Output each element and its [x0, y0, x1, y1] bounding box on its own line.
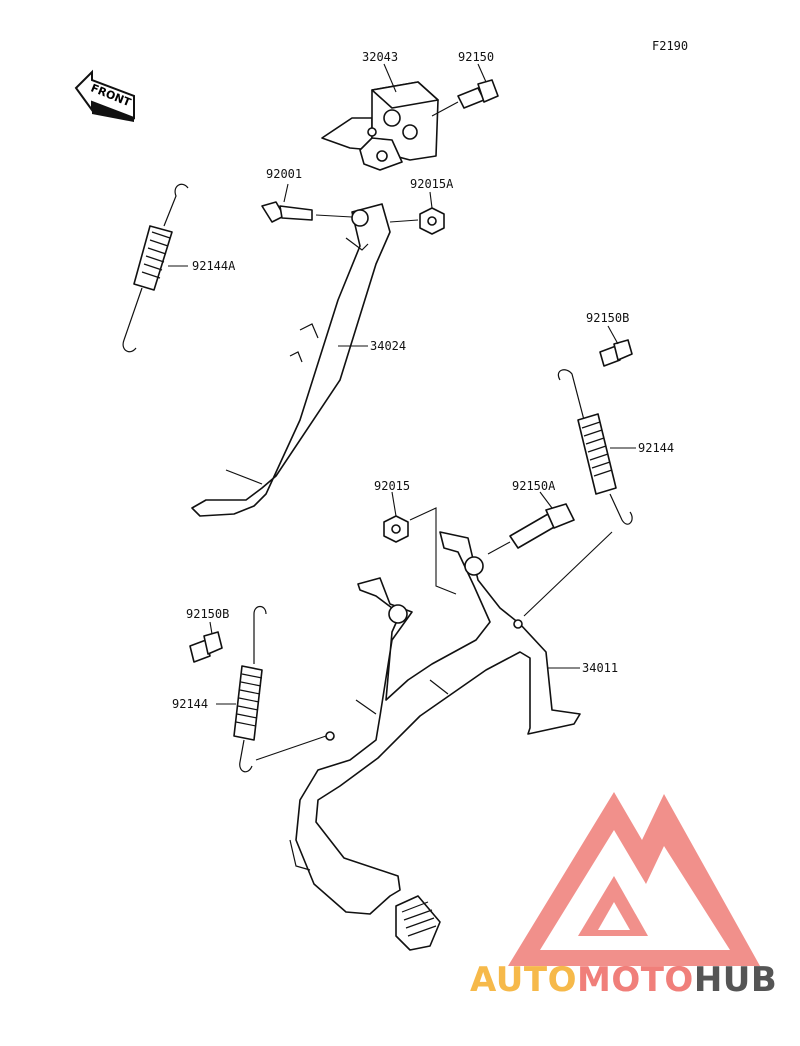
nut-92015A — [419, 207, 445, 235]
leader-92001 — [283, 183, 289, 203]
leader-92150-fit — [431, 101, 459, 117]
label-92015: 92015 — [374, 479, 410, 493]
leader-spring-hook-right — [523, 531, 613, 617]
front-arrow-icon: FRONT — [74, 69, 135, 122]
label-92144A: 92144A — [192, 259, 236, 273]
leader-92150B-top — [607, 325, 619, 345]
bolt-92150 — [457, 79, 499, 109]
bolt-92150B-left — [189, 631, 223, 663]
automotohub-logo-icon — [508, 792, 760, 966]
label-92015A: 92015A — [410, 177, 454, 191]
leader-92015A — [429, 191, 433, 209]
side-stand-34024 — [191, 203, 391, 517]
nut-92015 — [383, 515, 409, 543]
label-92001: 92001 — [266, 167, 302, 181]
label-92150: 92150 — [458, 50, 494, 64]
leader-92150A — [539, 491, 553, 509]
label-92150B-left: 92150B — [186, 607, 229, 621]
label-34024: 34024 — [370, 339, 406, 353]
watermark-word-auto: AUTO — [470, 960, 577, 1000]
leader-92015A-fit — [389, 219, 419, 223]
leader-92015 — [391, 491, 397, 517]
leader-spring-hook-left — [255, 735, 327, 761]
leader-92150A-fit — [487, 541, 511, 555]
spring-92144-left — [233, 605, 267, 773]
watermark-word-moto: MOTO — [576, 960, 694, 1000]
figure-code: F2190 — [652, 39, 688, 53]
leader-92001-fit — [315, 214, 353, 218]
bolt-92001 — [261, 201, 313, 223]
bolt-92150A — [509, 503, 575, 549]
spring-92144A — [122, 183, 189, 353]
label-92150B-top: 92150B — [586, 311, 629, 325]
bolt-92150B-top — [599, 339, 633, 367]
bracket-32043 — [321, 81, 439, 171]
leader-32043 — [383, 63, 397, 93]
label-32043: 32043 — [362, 50, 398, 64]
center-stand-34011 — [289, 531, 581, 951]
label-34011: 34011 — [582, 661, 618, 675]
label-92144-right: 92144 — [638, 441, 674, 455]
watermark-word-hub: HUB — [693, 960, 778, 1000]
leader-92150 — [477, 63, 487, 83]
label-92150A: 92150A — [512, 479, 556, 493]
label-92144-left: 92144 — [172, 697, 208, 711]
leader-92150B-left — [209, 621, 213, 635]
watermark-brand: AUTOMOTOHUB — [470, 960, 777, 1000]
spring-92144-right — [557, 369, 633, 525]
assembly-line-92015 — [409, 507, 457, 595]
